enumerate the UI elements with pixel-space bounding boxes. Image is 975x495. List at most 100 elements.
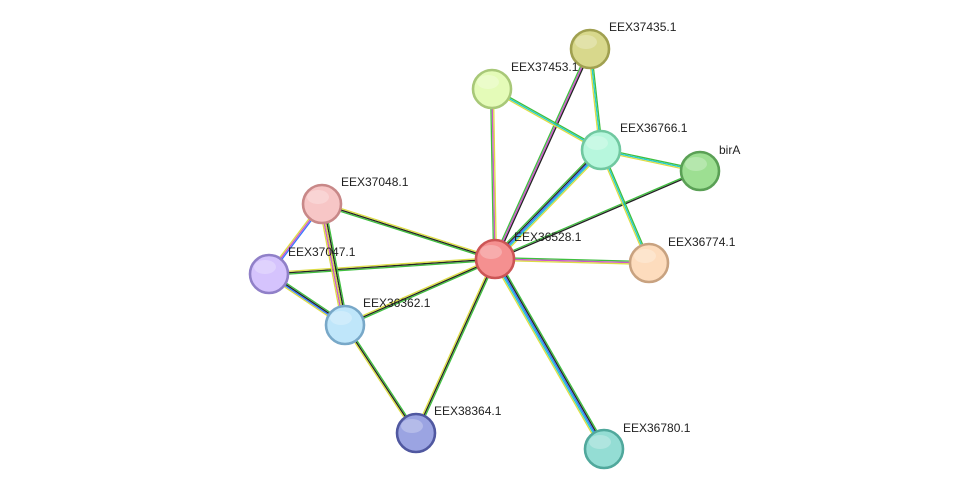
edge-strand <box>495 257 606 449</box>
node-EEX36766.1[interactable]: EEX36766.1 <box>580 121 688 171</box>
edge-strand <box>318 204 343 326</box>
edge-EEX36528.1-EEX37048.1 <box>321 202 496 261</box>
edge-strand <box>344 257 495 325</box>
edge-strand <box>495 150 603 261</box>
node-EEX37048.1[interactable]: EEX37048.1 <box>301 175 409 225</box>
edge-strand <box>268 258 496 275</box>
edge-strand <box>495 171 701 261</box>
edge-EEX36528.1-EEX36780.1 <box>492 257 607 451</box>
edge-strand <box>494 258 605 450</box>
node-EEX37453.1[interactable]: EEX37453.1 <box>471 60 579 110</box>
edge-strand <box>489 89 495 260</box>
nodes-layer: EEX36528.1 EEX37435.1EEX37453.1EEX36766.1… <box>248 20 740 470</box>
node-label: EEX37047.1 <box>288 245 356 259</box>
edge-strand <box>344 324 417 434</box>
node-circle[interactable] <box>628 242 670 284</box>
node-EEX38364.1[interactable]: EEX38364.1 <box>395 404 502 454</box>
edge-EEX37453.1-EEX36766.1 <box>490 87 603 152</box>
edge-EEX36528.1-EEX37453.1 <box>489 88 498 260</box>
edge-strand <box>322 203 348 325</box>
edge-strand <box>492 88 498 259</box>
edge-strand <box>344 258 496 326</box>
edge-strand <box>415 258 496 434</box>
node-label: EEX36774.1 <box>668 235 736 249</box>
node-label: EEX36766.1 <box>620 121 688 135</box>
node-EEX36528.1[interactable]: EEX36528.1 <box>474 230 582 280</box>
node-label: EEX36780.1 <box>623 421 691 435</box>
node-highlight <box>401 419 423 433</box>
edge-strand <box>600 149 650 264</box>
edge-strand <box>492 147 600 258</box>
edge-strand <box>319 204 345 326</box>
edge-strand <box>324 203 349 325</box>
node-highlight <box>480 245 502 259</box>
node-label: EEX36528.1 <box>514 230 582 244</box>
edge-EEX36362.1-EEX38364.1 <box>343 323 418 435</box>
edge-strand <box>269 259 496 277</box>
edge-EEX36528.1-EEX36766.1 <box>492 147 604 262</box>
edge-strand <box>493 259 604 451</box>
edge-strand <box>494 169 700 259</box>
edge-strand <box>321 204 495 261</box>
edge-strand <box>493 48 590 259</box>
edge-strand <box>322 202 496 259</box>
edge-EEX36528.1-EEX37435.1 <box>493 48 592 260</box>
node-circle[interactable] <box>583 428 625 470</box>
edges-layer <box>267 48 701 451</box>
node-EEX36774.1[interactable]: EEX36774.1 <box>628 235 736 284</box>
edge-strand <box>494 258 650 264</box>
edge-EEX36766.1-EEX36774.1 <box>599 149 651 264</box>
edge-strand <box>496 151 604 262</box>
edge-strand <box>494 48 591 260</box>
edge-strand <box>491 88 602 151</box>
node-highlight <box>330 311 352 325</box>
edge-strand <box>495 49 592 260</box>
node-circle[interactable] <box>569 28 611 70</box>
node-EEX37047.1[interactable]: EEX37047.1 <box>248 245 356 295</box>
node-highlight <box>254 260 276 274</box>
node-highlight <box>634 249 656 263</box>
node-circle[interactable] <box>474 238 516 280</box>
node-highlight <box>685 157 707 171</box>
edge-EEX36528.1-EEX38364.1 <box>414 258 497 434</box>
edge-strand <box>343 325 416 435</box>
edge-strand <box>494 149 602 260</box>
node-label: birA <box>719 143 740 157</box>
node-circle[interactable] <box>395 412 437 454</box>
edge-EEX36528.1-EEX36362.1 <box>344 257 496 327</box>
node-highlight <box>477 75 499 89</box>
node-label: EEX38364.1 <box>434 404 502 418</box>
node-label: EEX37435.1 <box>609 20 677 34</box>
node-circle[interactable] <box>324 304 366 346</box>
edge-strand <box>492 87 603 150</box>
node-circle[interactable] <box>301 183 343 225</box>
node-label: EEX37048.1 <box>341 175 409 189</box>
node-circle[interactable] <box>248 253 290 295</box>
node-birA[interactable]: birA <box>679 143 740 192</box>
edge-strand <box>490 89 601 152</box>
node-highlight <box>575 35 597 49</box>
edge-strand <box>321 203 346 326</box>
node-EEX36362.1[interactable]: EEX36362.1 <box>324 296 431 346</box>
edge-strand <box>345 259 496 327</box>
node-circle[interactable] <box>679 150 721 192</box>
edge-strand <box>268 256 495 274</box>
edge-strand <box>492 260 603 451</box>
edge-EEX36528.1-EEX36774.1 <box>494 256 650 266</box>
node-label: EEX37453.1 <box>511 60 579 74</box>
node-highlight <box>589 435 611 449</box>
edge-strand <box>491 88 496 260</box>
edge-strand <box>414 258 495 433</box>
edge-EEX36528.1-EEX37047.1 <box>268 256 496 277</box>
edge-strand <box>493 148 601 259</box>
node-highlight <box>586 136 608 150</box>
edge-strand <box>321 203 496 260</box>
edge-strand <box>496 257 607 448</box>
node-circle[interactable] <box>580 129 622 171</box>
node-highlight <box>307 190 329 204</box>
node-EEX36780.1[interactable]: EEX36780.1 <box>583 421 691 470</box>
edge-strand <box>601 149 651 263</box>
node-circle[interactable] <box>471 68 513 110</box>
edge-strand <box>599 150 649 264</box>
node-EEX37435.1[interactable]: EEX37435.1 <box>569 20 677 70</box>
